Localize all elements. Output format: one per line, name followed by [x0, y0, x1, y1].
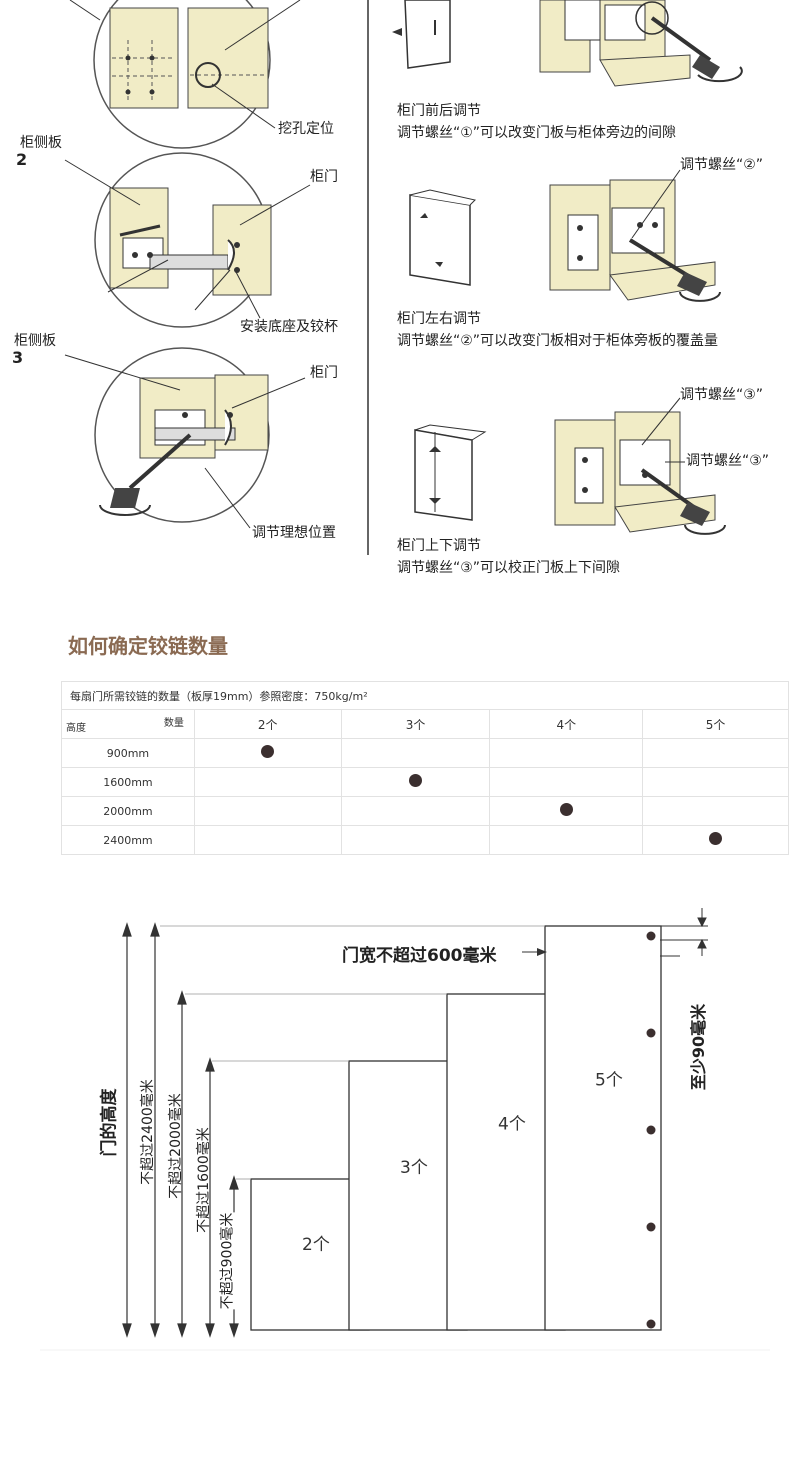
min-distance-label: 至少90毫米 — [689, 1003, 709, 1091]
table-caption: 每扇门所需铰链的数量（板厚19mm）参照密度：750kg/m² — [61, 681, 789, 710]
col-header: 3个 — [340, 709, 491, 739]
hinge-cell — [642, 738, 789, 768]
hinge-cell — [340, 767, 491, 797]
hinge-count-label: 2个 — [302, 1235, 330, 1255]
adjust-left-right-title: 柜门左右调节 — [397, 311, 481, 327]
label-door-3: 柜门 — [310, 365, 338, 381]
hinge-cell — [340, 796, 491, 826]
hinge-cell — [489, 796, 644, 826]
door-panel — [544, 925, 662, 1331]
table-corner-cell: 数量 高度 — [61, 709, 195, 739]
hinge-count-label: 3个 — [400, 1158, 428, 1178]
adjust-up-down-title: 柜门上下调节 — [397, 538, 481, 554]
adjust-front-back-desc: 调节螺丝“①”可以改变门板与柜体旁边的间隙 — [397, 125, 677, 141]
row-height-cell: 1600mm — [61, 767, 195, 797]
limit-900-label: 不超过900毫米 — [216, 1212, 237, 1310]
row-height-cell: 2000mm — [61, 796, 195, 826]
install-illustrations — [64, 0, 369, 555]
step-number-3: 3 — [12, 348, 24, 367]
hinge-cell — [489, 767, 644, 797]
label-hole-position: 挖孔定位 — [278, 121, 334, 137]
label-install-base: 安装底座及铰杯 — [240, 319, 338, 335]
hinge-count-label: 4个 — [498, 1115, 526, 1135]
hinge-dot — [409, 774, 423, 787]
limit-2000-label: 不超过2000毫米 — [167, 1093, 184, 1199]
hinge-cell — [193, 738, 342, 768]
row-height-cell: 900mm — [61, 738, 195, 768]
table-caption-row: 每扇门所需铰链的数量（板厚19mm）参照密度：750kg/m² — [61, 681, 789, 710]
table-row: 2000mm — [61, 796, 789, 826]
col-header: 5个 — [642, 709, 789, 739]
label-cabinet-side-2: 柜侧板 — [20, 135, 62, 151]
hinge-cell — [340, 738, 491, 768]
limit-2400-label: 不超过2400毫米 — [139, 1079, 156, 1185]
table-header-row: 数量 高度 2个 3个 4个 5个 — [61, 709, 789, 739]
hinge-position-dot — [646, 931, 656, 941]
label-door-2: 柜门 — [310, 169, 338, 185]
hinge-position-dot — [646, 1222, 656, 1232]
table-row: 2400mm — [61, 825, 789, 855]
corner-height-label: 高度 — [66, 723, 86, 734]
table-row: 900mm — [61, 738, 789, 768]
adjust-up-down-screw-b: 调节螺丝“③” — [686, 453, 770, 469]
table-row: 1600mm — [61, 767, 789, 797]
hinge-position-dot — [646, 1125, 656, 1135]
label-adjust-ideal: 调节理想位置 — [252, 525, 336, 541]
hinge-dot — [709, 832, 723, 845]
step-number-2: 2 — [16, 150, 28, 169]
hinge-position-dot — [646, 1028, 656, 1038]
col-header: 4个 — [489, 709, 644, 739]
adjust-up-down-screw-a: 调节螺丝“③” — [680, 387, 764, 403]
section-title: 如何确定铰链数量 — [68, 634, 228, 658]
hinge-cell — [193, 767, 342, 797]
hinge-cell — [642, 767, 789, 797]
adjust-left-right-desc: 调节螺丝“②”可以改变门板相对于柜体旁板的覆盖量 — [397, 333, 719, 349]
hinge-cell — [193, 796, 342, 826]
hinge-cell — [642, 825, 789, 855]
hinge-dot — [559, 803, 573, 816]
row-height-cell: 2400mm — [61, 825, 195, 855]
adjust-illustrations — [392, 0, 743, 535]
col-header: 2个 — [193, 709, 342, 739]
hinge-position-dot — [646, 1319, 656, 1329]
door-width-label: 门宽不超过600毫米 — [342, 946, 497, 966]
adjust-up-down-desc: 调节螺丝“③”可以校正门板上下间隙 — [397, 560, 621, 576]
hinge-cell — [489, 738, 644, 768]
door-height-diagram: 2个 3个 4个 5个 — [40, 908, 770, 1351]
limit-1600-label: 不超过1600毫米 — [195, 1127, 212, 1233]
adjust-left-right-screw: 调节螺丝“②” — [680, 157, 764, 173]
hinge-cell — [489, 825, 644, 855]
hinge-count-label: 5个 — [595, 1070, 623, 1090]
hinge-cell — [340, 825, 491, 855]
corner-qty-label: 数量 — [163, 718, 184, 729]
hinge-cell — [193, 825, 342, 855]
label-cabinet-side-3: 柜侧板 — [14, 333, 56, 349]
hinge-count-table: 每扇门所需铰链的数量（板厚19mm）参照密度：750kg/m² 数量 高度 2个… — [61, 681, 789, 855]
hinge-cell — [642, 796, 789, 826]
adjust-front-back-title: 柜门前后调节 — [397, 103, 481, 119]
door-height-label: 门的高度 — [99, 1088, 120, 1157]
hinge-dot — [261, 745, 275, 758]
